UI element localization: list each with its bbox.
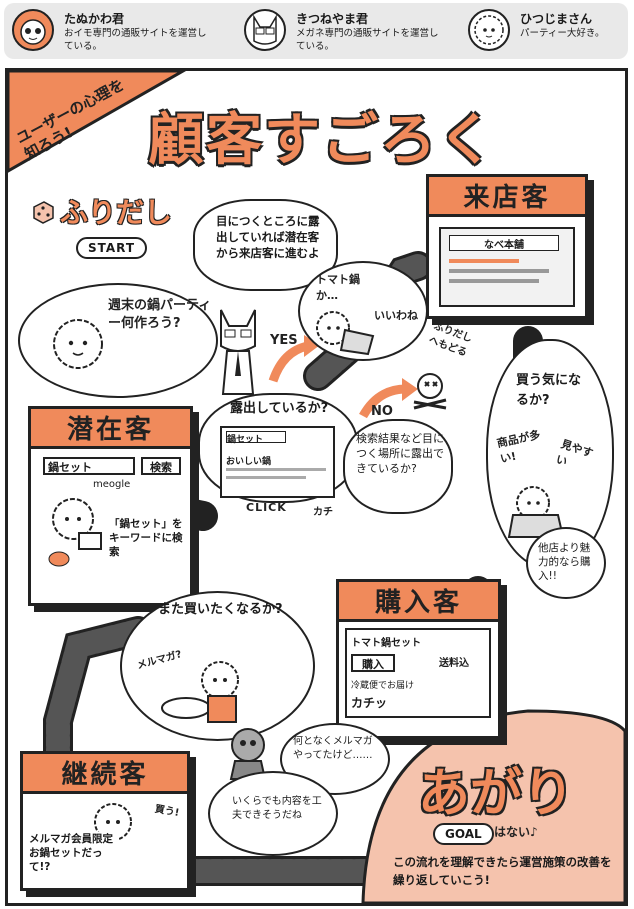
shop-line: [449, 279, 539, 283]
kitsune-talk-1: 何となくメルマガやってたけど……: [293, 736, 373, 761]
kitsune-bubble-2: [208, 771, 338, 856]
question-3: また買いたくなるか?: [158, 602, 283, 617]
character-header: たぬかわ君 おイモ専門の通販サイトを運営している。 きつねやま君 メガネ専門の通…: [4, 3, 628, 59]
character-name: ひつじまさん: [520, 12, 593, 26]
result-line: [226, 468, 326, 471]
sheep-avatar: [468, 9, 510, 51]
sheep-at-computer-icon: [48, 498, 102, 567]
start-badge: START: [76, 237, 148, 259]
repeat-text: メルマガ会員限定お鍋セットだって!?: [29, 832, 119, 874]
goal-hand-text: はない♪: [494, 825, 538, 839]
advice-text-1: 目につくところに露出していれば潜在客から来店客に進むよ: [216, 214, 320, 260]
buy-sfx: 買う!: [153, 803, 180, 820]
sheep-icon: [53, 319, 103, 369]
purchase-screen: トマト鍋セット 購入 送料込 冷蔵便でお届け カチッ: [345, 628, 491, 718]
screen-search-field: 鍋セット: [226, 431, 286, 445]
kitsune-talk-2: いくらでも内容を工夫できそうだね: [232, 796, 322, 821]
question-2: 買う気になるか?: [516, 373, 582, 408]
character-name: きつねやま君: [296, 12, 369, 26]
visitor-talk-1: トマト鍋か…: [316, 273, 360, 302]
sheep-repeat-icon: [94, 803, 132, 841]
shipping-label: 送料込: [439, 658, 469, 669]
result-line: [226, 476, 306, 479]
cold-delivery-label: 冷蔵便でお届け: [351, 681, 415, 691]
character-name: たぬかわ君: [64, 12, 125, 26]
advice-bubble-1: [193, 199, 338, 291]
advice-text-2: 検索結果など目につく場所に露出できているか?: [356, 432, 444, 475]
start-space: ふりだし START: [30, 191, 180, 271]
no-label: NO: [371, 404, 393, 419]
search-logo: meogle: [93, 479, 131, 490]
page-title: 顧客すごろく: [148, 108, 496, 173]
sugoroku-board: ユーザーの心理を知ろう! 顧客すごろく ふりだし START 週末の鍋パーティー…: [5, 68, 628, 906]
click-label: CLICK: [246, 501, 287, 514]
station-visitor: 来店客 なべ本舗: [426, 174, 588, 319]
purchase-sfx: カチッ: [351, 696, 388, 710]
station-potential: 潜在客 鍋セット 検索 meogle 「鍋セット」をキーワードに検索: [28, 406, 193, 606]
shop-sign: なべ本舗: [449, 235, 559, 251]
shop-screen: なべ本舗: [439, 227, 575, 307]
sheep-laptop-icon: [316, 311, 375, 356]
goal-text: この流れを理解できたら運営施策の改善を繰り返していこう!: [393, 855, 612, 887]
thought-party-text: 週末の鍋パーティー何作ろう?: [108, 298, 212, 331]
visitor-talk-2: いいわね: [374, 309, 418, 322]
dice-icon: [33, 201, 54, 224]
tanuki-avatar: [12, 9, 54, 51]
shop-line: [449, 259, 519, 263]
purchase-item: トマト鍋セット: [351, 638, 421, 649]
character-desc: パーティー大好き。: [520, 28, 605, 39]
station-repeat-title: 継続客: [23, 754, 187, 794]
station-potential-title: 潜在客: [31, 409, 190, 449]
station-buyer-title: 購入客: [339, 582, 498, 622]
search-button: 検索: [141, 457, 181, 475]
advice-text-3: 他店より魅力的なら購入!!: [538, 542, 591, 582]
fox-avatar: [244, 9, 286, 51]
skull-icon: [413, 373, 447, 410]
station-repeat: 継続客 買う! メルマガ会員限定お鍋セットだって!?: [20, 751, 190, 891]
screen-result-item: おいしい鍋: [226, 457, 272, 467]
advice-bubble-3: [526, 527, 606, 599]
thought-bubble-party: [18, 283, 218, 398]
sheep-cooking-icon: [161, 661, 239, 723]
shop-line: [449, 269, 549, 273]
search-result-screen: 鍋セット おいしい鍋: [220, 426, 335, 498]
start-label: ふりだし: [60, 196, 173, 229]
buy-button: 購入: [351, 654, 395, 672]
search-caption: 「鍋セット」をキーワードに検索: [109, 518, 183, 558]
search-field: 鍋セット: [43, 457, 135, 475]
click-sfx: カチ: [313, 507, 333, 518]
station-visitor-title: 来店客: [429, 177, 585, 217]
station-buyer: 購入客 トマト鍋セット 購入 送料込 冷蔵便でお届け カチッ: [336, 579, 501, 739]
yes-label: YES: [270, 333, 298, 348]
goal-badge: GOAL: [433, 823, 494, 845]
advice-bubble-2: [343, 419, 453, 514]
goal-label: あがり: [418, 764, 575, 824]
character-desc: おイモ専門の通販サイトを運営している。: [64, 28, 207, 52]
character-desc: メガネ専門の通販サイトを運営している。: [296, 28, 439, 52]
fox-character-icon: [220, 309, 256, 395]
question-1: 露出しているか?: [230, 401, 329, 416]
